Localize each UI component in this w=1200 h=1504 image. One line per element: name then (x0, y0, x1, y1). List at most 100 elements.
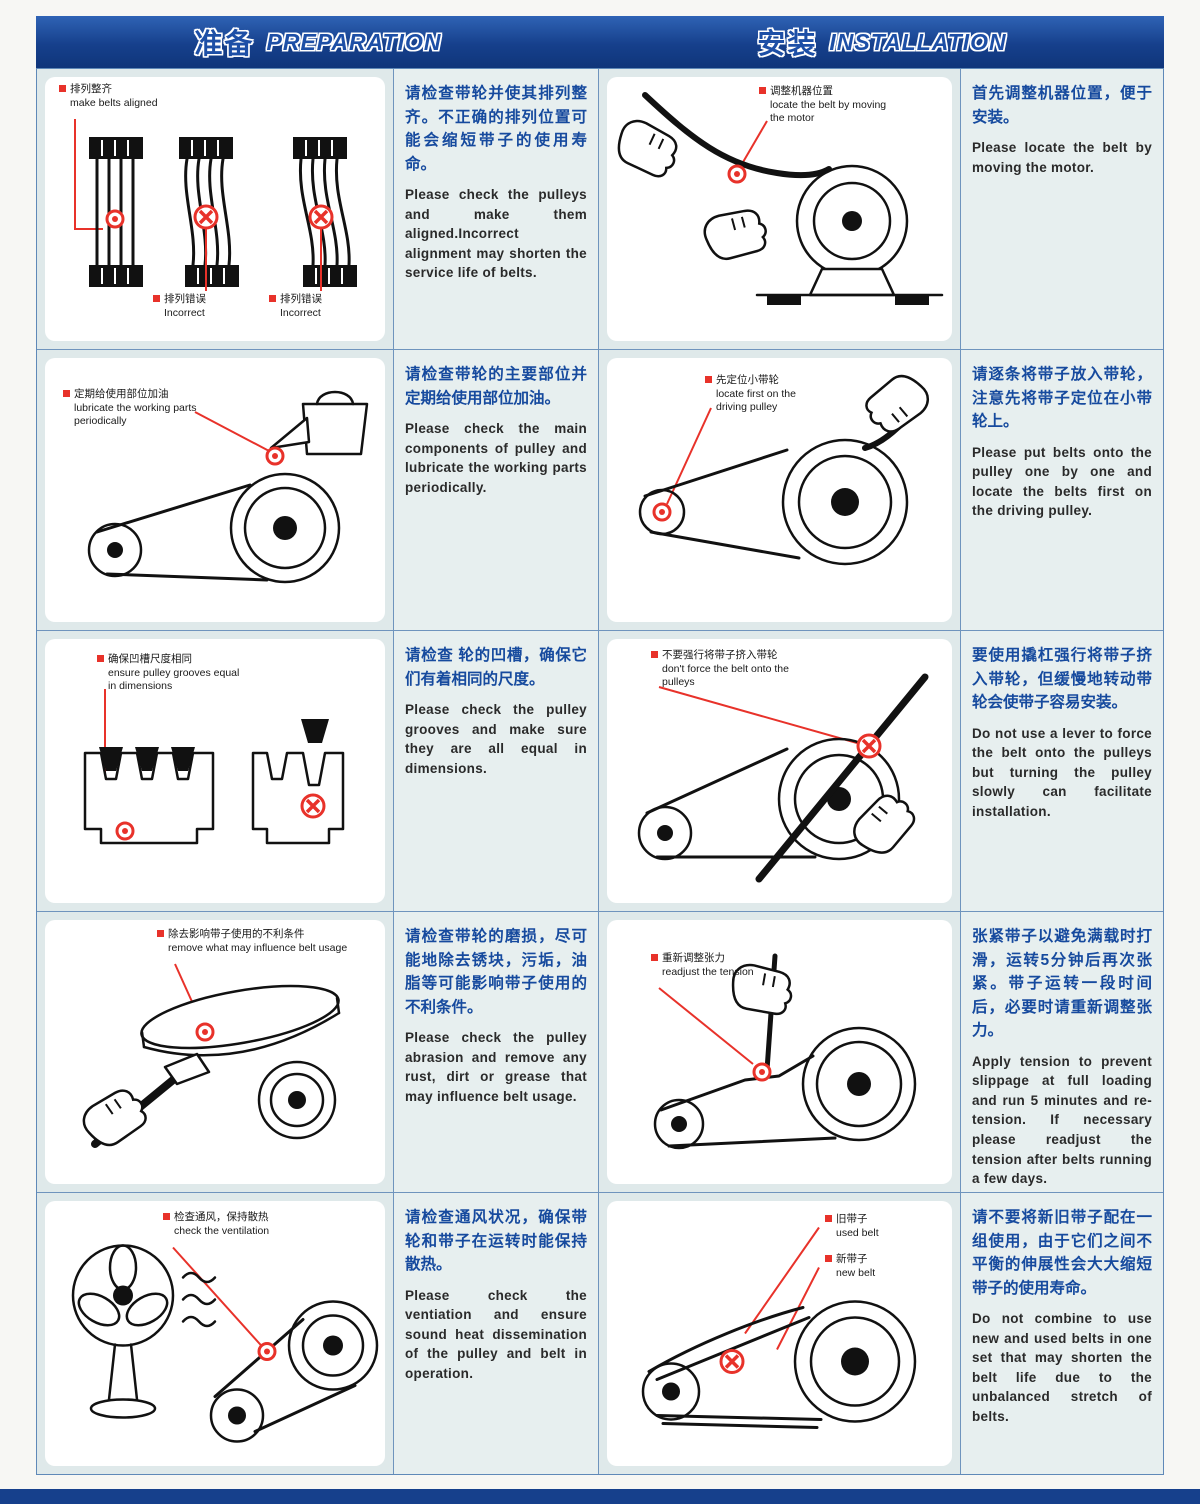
red-dot-badge (195, 1022, 215, 1042)
section-title-preparation: 准备 PREPARATION (36, 16, 600, 68)
callout-used-belt: 旧带子 used belt (825, 1213, 925, 1240)
callout-incorrect-1: 排列错误 Incorrect (153, 293, 253, 320)
red-square-marker (759, 87, 766, 94)
prep-text-cell-4: 请检查带轮的磨损，尽可能地除去锈块，污垢，油脂等可能影响带子使用的不利条件。 P… (394, 912, 599, 1193)
install-text-cell-4: 张紧带子以避免满载时打滑，运转5分钟后再次张紧。带子运转一段时间后，必要时请重新… (961, 912, 1163, 1193)
install-illustration-cell-3: 不要强行将带子挤入带轮 don't force the belt onto th… (599, 631, 961, 912)
red-square-marker (59, 85, 66, 92)
red-square-marker (163, 1213, 170, 1220)
install-text-en: Do not combine to use new and used belts… (972, 1311, 1152, 1424)
leader-line (194, 411, 272, 453)
red-square-marker (153, 295, 160, 302)
leader-line (74, 119, 103, 230)
prep-illustration-cell-5: 检查通风，保持散热 check the ventilation (37, 1193, 394, 1474)
callout-locate-first: 先定位小带轮 locate first on the driving pulle… (705, 374, 825, 415)
locate-driving-pulley-art: 先定位小带轮 locate first on the driving pulle… (607, 358, 952, 622)
callout-dont-force: 不要强行将带子挤入带轮 don't force the belt onto th… (651, 649, 811, 690)
row-5: 检查通风，保持散热 check the ventilation 请检查通风状况，… (37, 1193, 1163, 1474)
new-used-belt-illustration (641, 1226, 917, 1429)
grooves-art: 确保凹槽尺度相同 ensure pulley grooves equal in … (45, 639, 385, 903)
callout-lubricate: 定期给使用部位加油 lubricate the working parts pe… (63, 388, 198, 429)
belt-alignment-illustration (74, 119, 357, 291)
callout-en: Incorrect (280, 306, 321, 319)
red-dot-badge (652, 502, 672, 522)
callout-en: ensure pulley grooves equal in dimension… (108, 666, 240, 693)
callout-new-belt: 新带子 new belt (825, 1253, 925, 1280)
install-illustration-cell-2: 先定位小带轮 locate first on the driving pulle… (599, 350, 961, 631)
callout-zh: 排列错误 (280, 293, 322, 305)
hand-icon (699, 203, 772, 265)
prep-text-zh: 请检查通风状况，确保带轮和带子在运转时能保持散热。 (405, 1209, 587, 1274)
installation-title-zh: 安装 (757, 28, 818, 59)
callout-en: Incorrect (164, 306, 205, 319)
footer-bar (0, 1489, 1200, 1504)
fan-icon (71, 1244, 175, 1419)
install-text-zh: 首先调整机器位置，便于安装。 (972, 85, 1152, 126)
install-text-zh: 请逐条将带子放入带轮，注意先将带子定位在小带轮上。 (972, 366, 1152, 431)
callout-en: readjust the tension (662, 965, 754, 978)
installation-title-en: INSTALLATION (829, 28, 1007, 55)
no-lever-art: 不要强行将带子挤入带轮 don't force the belt onto th… (607, 639, 952, 903)
callout-en: make belts aligned (70, 96, 158, 109)
callout-move-motor: 调整机器位置 locate the belt by moving the mot… (759, 85, 889, 126)
callout-remove-influence: 除去影响带子使用的不利条件 remove what may influence … (157, 928, 357, 955)
red-x-badge (193, 204, 219, 230)
install-text-cell-5: 请不要将新旧带子配在一组使用，由于它们之间不平衡的伸展性会大大缩短带子的使用寿命… (961, 1193, 1163, 1474)
readjust-tension-illustration (653, 953, 917, 1150)
lever-bar (755, 673, 929, 883)
callout-en: locate the belt by moving the motor (770, 98, 887, 125)
callout-en: locate first on the driving pulley (716, 387, 796, 414)
red-square-marker (651, 651, 658, 658)
ventilation-illustration (71, 1244, 379, 1443)
locate-driving-pulley-illustration (638, 366, 936, 566)
callout-zh: 定期给使用部位加油 (74, 388, 169, 400)
new-belt-line (655, 1316, 811, 1381)
prep-text-en: Please check the pulley grooves and make… (405, 702, 587, 776)
callout-zh: 新带子 (836, 1253, 868, 1265)
install-text-zh: 张紧带子以避免满载时打滑，运转5分钟后再次张紧。带子运转一段时间后，必要时请重新… (972, 928, 1152, 1040)
lubricate-art: 定期给使用部位加油 lubricate the working parts pe… (45, 358, 385, 622)
callout-zh: 旧带子 (836, 1213, 868, 1225)
red-dot-badge (105, 209, 125, 229)
red-x-badge (308, 204, 334, 230)
callout-zh: 不要强行将带子挤入带轮 (662, 649, 778, 661)
callout-check-ventilation: 检查通风，保持散热 check the ventilation (163, 1211, 333, 1238)
callout-zh: 先定位小带轮 (716, 374, 779, 386)
row-4: 除去影响带子使用的不利条件 remove what may influence … (37, 912, 1163, 1193)
leader-line (738, 120, 768, 170)
callout-en: lubricate the working parts periodically (74, 401, 197, 428)
callout-en: used belt (836, 1226, 879, 1239)
used-belt-line (647, 1306, 805, 1373)
belt-alignment-art: 排列整齐 make belts aligned 排列错误 Incorrect 排… (45, 77, 385, 341)
scraper-blade (163, 1052, 211, 1086)
no-lever-illustration (637, 673, 929, 883)
prep-illustration-cell-1: 排列整齐 make belts aligned 排列错误 Incorrect 排… (37, 69, 394, 350)
callout-en: remove what may influence belt usage (168, 941, 348, 954)
red-dot-badge (257, 1342, 277, 1361)
install-text-en: Please locate the belt by moving the mot… (972, 140, 1152, 175)
red-dot-badge (727, 164, 747, 184)
red-x-badge (300, 793, 326, 819)
red-square-marker (705, 376, 712, 383)
row-2: 定期给使用部位加油 lubricate the working parts pe… (37, 350, 1163, 631)
red-square-marker (97, 655, 104, 662)
belt-line (213, 1318, 357, 1433)
callout-zh: 调整机器位置 (770, 85, 833, 97)
hand-icon (846, 785, 922, 863)
install-text-cell-1: 首先调整机器位置，便于安装。 Please locate the belt by… (961, 69, 1163, 350)
install-text-cell-3: 要使用撬杠强行将带子挤入带轮，但缓慢地转动带轮会使带子容易安装。 Do not … (961, 631, 1163, 912)
install-illustration-cell-4: 重新调整张力 readjust the tension (599, 912, 961, 1193)
install-text-zh: 要使用撬杠强行将带子挤入带轮，但缓慢地转动带轮会使带子容易安装。 (972, 647, 1152, 712)
callout-zh: 排列整齐 (70, 83, 112, 95)
oil-can-icon (301, 402, 369, 456)
red-square-marker (825, 1215, 832, 1222)
prep-text-en: Please check the pulleys and make them a… (405, 187, 587, 281)
move-motor-art: 调整机器位置 locate the belt by moving the mot… (607, 77, 952, 341)
hand-icon (859, 366, 936, 442)
readjust-tension-art: 重新调整张力 readjust the tension (607, 920, 952, 1184)
prep-text-en: Please check the main components of pull… (405, 421, 587, 495)
grooves-illustration (83, 689, 345, 845)
leader-line (658, 686, 858, 744)
callout-zh: 除去影响带子使用的不利条件 (168, 928, 305, 940)
